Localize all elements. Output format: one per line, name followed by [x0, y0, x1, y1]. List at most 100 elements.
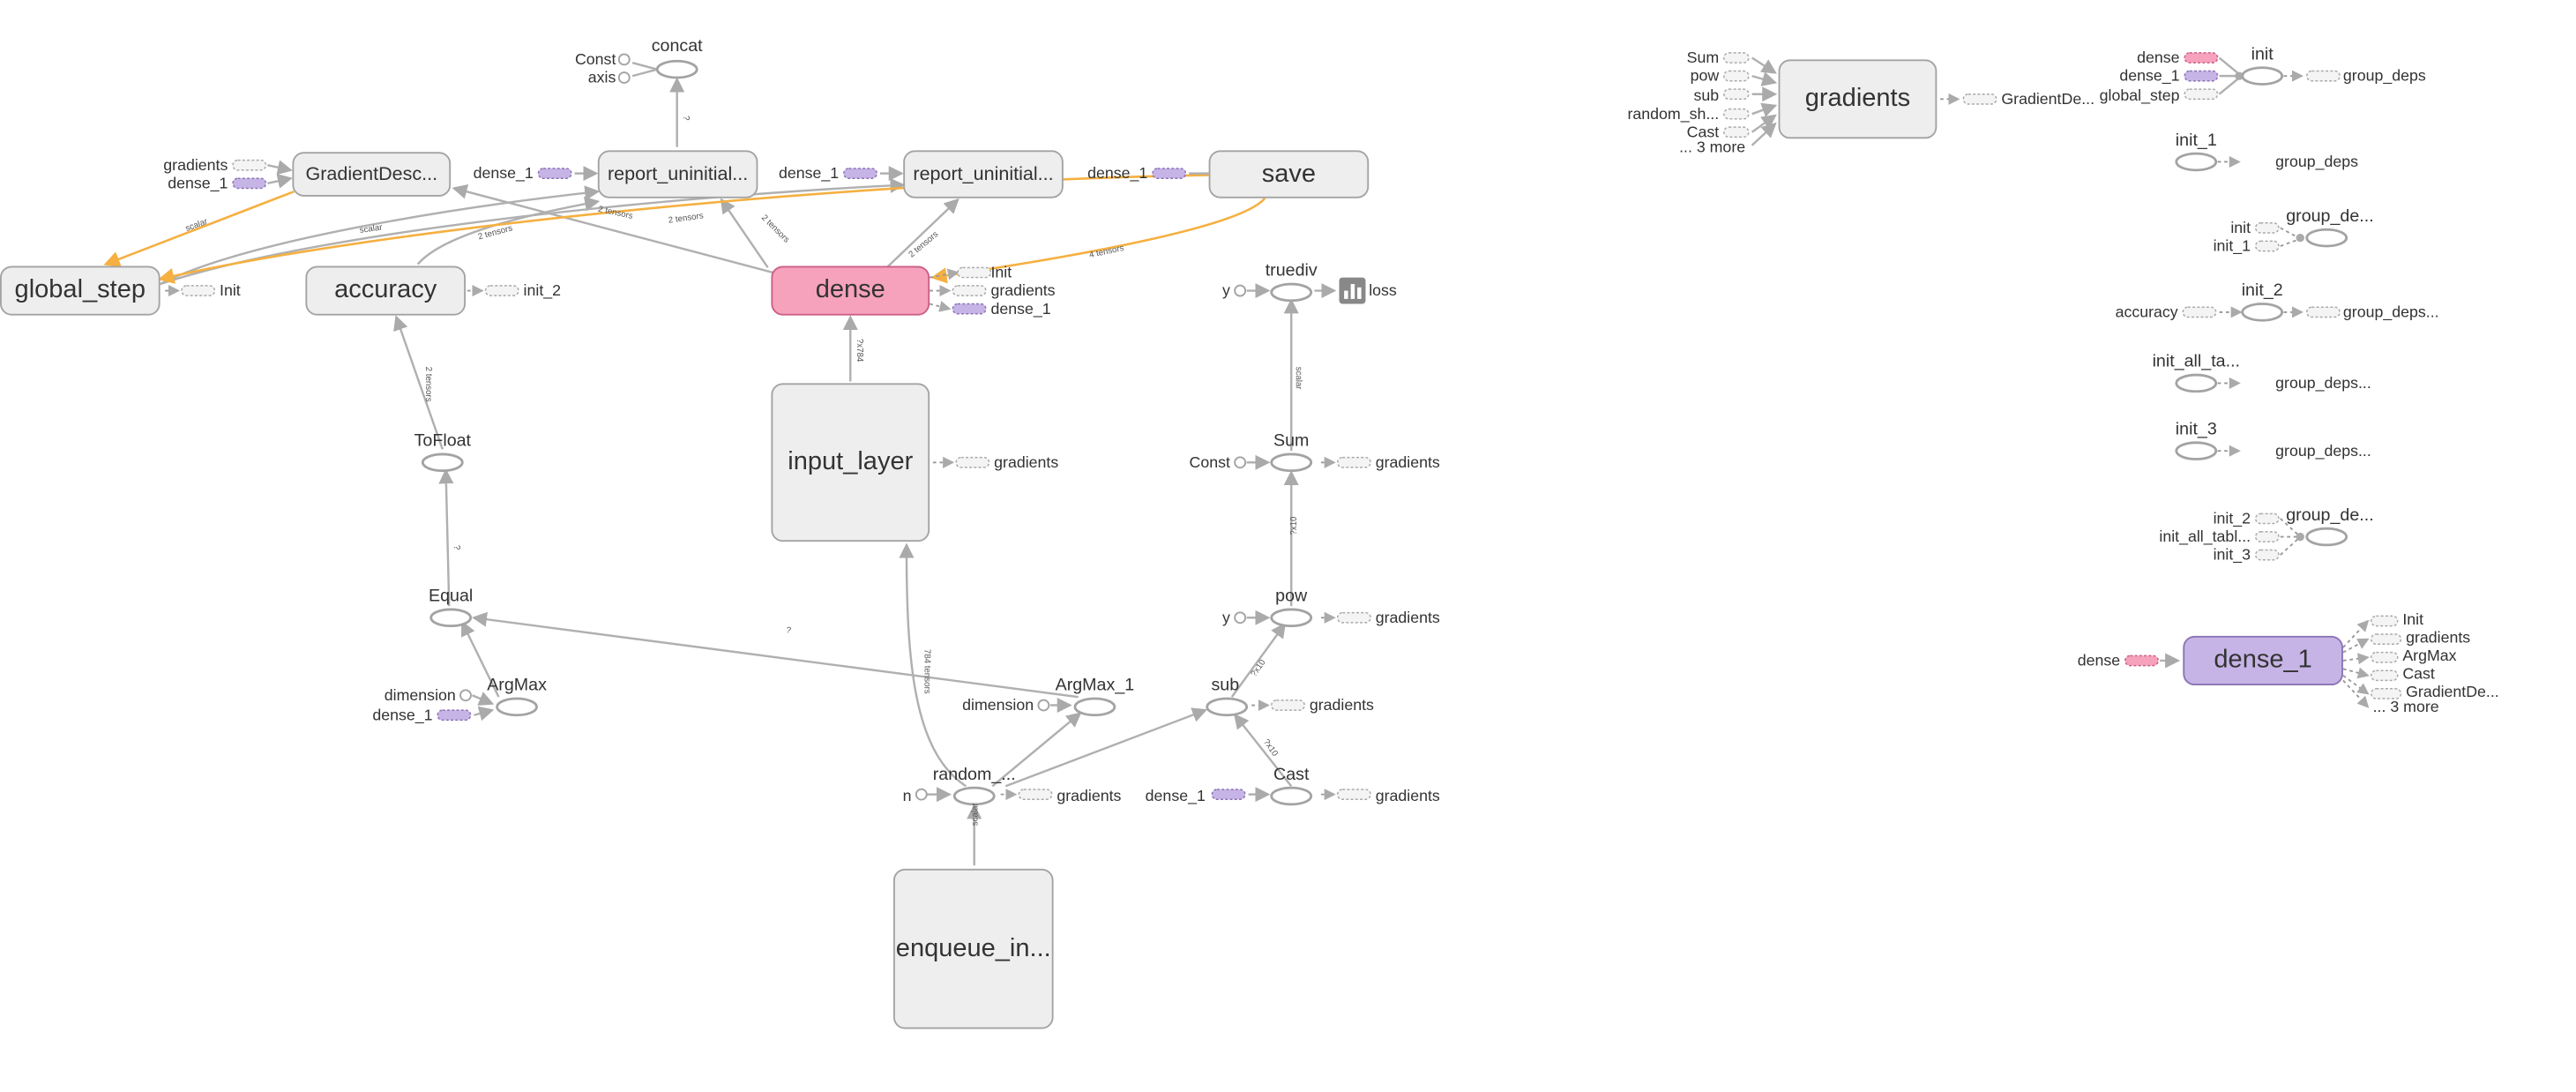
edge-label-x10-3: ?x10 [1261, 737, 1280, 759]
tofloat-op [421, 453, 464, 473]
argmax-dense-1-label: dense_1 [372, 706, 432, 724]
edge-label-784-tensors: 784 tensors [922, 649, 932, 694]
aux-cast-label: Cast [1687, 123, 1720, 140]
truediv-op [1270, 282, 1313, 303]
aux-node-gradients[interactable]: gradients [1778, 59, 1938, 139]
node-report-uninitialized-1[interactable]: report_uninitial... [597, 150, 758, 198]
aux-init-all-ta-title: init_all_ta... [2153, 352, 2240, 371]
aux-group-de-1-title: group_de... [2286, 206, 2373, 226]
pow-op [1270, 608, 1313, 628]
cast-gradients-label: gradients [1376, 787, 1440, 804]
dense-init-label: Init [990, 264, 1012, 281]
aux-init-all-tabl-label: init_all_tabl... [2159, 527, 2251, 546]
axis-label: axis [588, 69, 616, 86]
aux-pow-label: pow [1691, 67, 1720, 85]
aux-gradients-edges [1723, 52, 1997, 146]
edge-label-2-tensors-3: 2 tensors [668, 211, 704, 225]
aux-dense-in-label: dense [2078, 652, 2121, 669]
dense-gradients-label: gradients [990, 281, 1055, 299]
node-report-uninitialized-2[interactable]: report_uninitial... [903, 150, 1064, 198]
aux-group-deps-dots-2-label: group_deps... [2275, 374, 2371, 393]
edge-labels: scalar scalar 2 tensors 2 tensors 2 tens… [184, 116, 1303, 826]
aux-init-2-title: init_2 [2242, 280, 2283, 300]
edge-label-scalar-4: scalar [1294, 367, 1303, 391]
node-save[interactable]: save [1208, 150, 1370, 198]
aux-out-argmax-label: ArgMax [2402, 647, 2456, 664]
op-titles: concat ToFloat Equal ArgMax ArgMax_1 ran… [414, 36, 1318, 784]
equal-op [429, 608, 473, 628]
aux-node-dense-1[interactable]: dense_1 [2183, 635, 2343, 686]
init-3-op [2175, 441, 2218, 460]
edge-label-x10-2: ?x10 [1249, 657, 1267, 678]
node-global-step[interactable]: global_step [0, 266, 161, 316]
loss-summary-icon[interactable] [1339, 277, 1366, 304]
main-ops[interactable] [421, 59, 1313, 806]
aux-init-labels: dense dense_1 global_step init group_dep… [2100, 44, 2439, 564]
sub-op [1206, 697, 1249, 717]
const-label: Const [575, 50, 616, 68]
sum-title: Sum [1273, 431, 1309, 451]
sub-title: sub [1211, 676, 1239, 695]
group-de-2-op [2305, 527, 2348, 547]
aux-init-1-label: init_1 [2214, 237, 2251, 256]
random-gradients-label: gradients [1057, 787, 1121, 804]
input-layer-gradients-label: gradients [994, 453, 1058, 471]
aux-dense-label: dense [2137, 49, 2180, 66]
argmax-1-op [1073, 697, 1116, 717]
edge-label-1x784: ?x784 [855, 339, 864, 363]
dense-dense-1-label: dense_1 [990, 300, 1050, 318]
edge-label-q-2: ? [786, 625, 792, 636]
global-step-init-label: Init [220, 281, 241, 299]
concat-title: concat [652, 36, 703, 56]
aux-gradient-de-label: GradientDe... [2001, 90, 2094, 108]
aux-out-cast-label: Cast [2402, 665, 2435, 683]
aux-sum-label: Sum [1687, 49, 1720, 66]
cast-title: Cast [1273, 765, 1310, 784]
argmax-title: ArgMax [487, 676, 547, 695]
aux-random-sh-label: random_sh... [1627, 105, 1719, 123]
edge-label-x10-1: ?x10 [1289, 516, 1299, 535]
argmax-op [496, 697, 538, 717]
aux-dense-1-label: dense_1 [2119, 67, 2179, 86]
argmax-dimension-label: dimension [385, 686, 456, 704]
sub-gradients-label: gradients [1310, 696, 1374, 714]
aux-group-deps-dots-3-label: group_deps... [2275, 442, 2371, 460]
aux-init-3-title: init_3 [2176, 419, 2217, 438]
pow-gradients-label: gradients [1376, 609, 1440, 626]
accuracy-init-2-label: init_2 [524, 281, 561, 300]
edge-label-2-tensors-4: 2 tensors [759, 213, 791, 244]
node-accuracy[interactable]: accuracy [305, 266, 467, 316]
edge-label-2-tensors-6: 2 tensors [423, 367, 433, 402]
sum-gradients-label: gradients [1376, 453, 1440, 471]
gd-gradients-label: gradients [163, 156, 228, 174]
aux-gradients-labels: Sum pow sub random_sh... Cast ... 3 more… [1627, 49, 2094, 155]
aux-group-deps-2-label: group_deps [2275, 153, 2358, 171]
aux-global-step-label: global_step [2100, 86, 2180, 105]
aux-accuracy-label: accuracy [2116, 303, 2178, 321]
stubs [181, 159, 1371, 800]
node-input-layer[interactable]: input_layer [771, 383, 930, 542]
aux-init-title: init [2251, 44, 2274, 64]
gd-dense-1-label: dense_1 [168, 174, 228, 192]
aux-out-gradients-label: gradients [2406, 628, 2470, 646]
random-title: random_... [933, 765, 1016, 784]
node-enqueue-input[interactable]: enqueue_in... [892, 868, 1054, 1029]
aux-out-init-label: Init [2402, 610, 2423, 628]
random-n-label: n [903, 787, 912, 804]
edge-label-scalar-1: scalar [184, 216, 210, 233]
input-labels: Const axis gradients dense_1 dense_1 den… [163, 50, 1440, 805]
edge-label-4-tensors: 4 tensors [1088, 243, 1125, 260]
group-de-1-op [2305, 228, 2348, 248]
edge-label-q-3: ? [681, 116, 691, 121]
aux-sub-label: sub [1694, 86, 1720, 104]
equal-title: Equal [429, 587, 473, 606]
aux-init-groups[interactable] [2175, 52, 2348, 561]
argmax-1-dimension-label: dimension [962, 696, 1034, 714]
node-gradient-descent[interactable]: GradientDesc... [292, 152, 452, 197]
aux-dense-1-labels: dense Init gradients ArgMax Cast Gradien… [2078, 610, 2499, 715]
pow-title: pow [1275, 587, 1308, 606]
node-dense[interactable]: dense [771, 266, 930, 316]
init-1-op [2175, 152, 2218, 172]
aux-group-deps-1-label: group_deps [2343, 67, 2426, 86]
